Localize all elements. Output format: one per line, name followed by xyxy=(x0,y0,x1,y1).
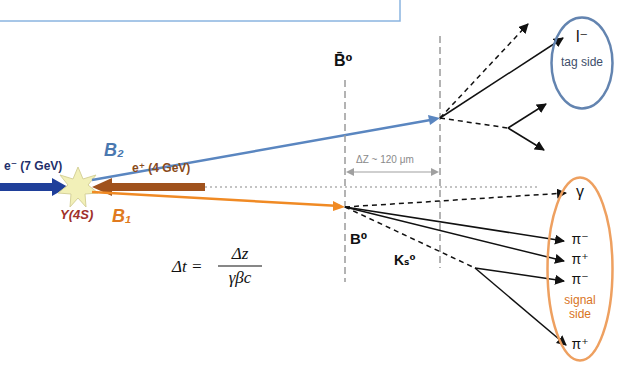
meson-label: B̄⁰ xyxy=(334,52,353,70)
particle-label: π⁻ xyxy=(571,231,588,247)
b2-track xyxy=(92,119,436,180)
oval-shape xyxy=(552,18,613,109)
tag-track xyxy=(440,24,528,118)
tag-track xyxy=(440,38,563,118)
side-label: tag side xyxy=(559,56,605,70)
b1-head xyxy=(333,201,345,211)
oval-outline xyxy=(546,176,614,362)
tag-track xyxy=(440,118,508,128)
ks-track xyxy=(345,207,475,268)
b1-track xyxy=(92,192,340,206)
particle-label: l⁻ xyxy=(576,28,588,46)
beam-label: e⁺ (4 GeV) xyxy=(132,162,190,176)
resonance-label: Υ(4S) xyxy=(60,208,93,223)
fraction-bar xyxy=(218,265,262,266)
particle-label: π⁺ xyxy=(571,336,588,352)
beam-label: e⁻ (7 GeV) xyxy=(4,160,62,174)
meson-label: B₁ xyxy=(112,206,131,227)
dimension-label: ΔZ ~ 120 μm xyxy=(356,154,414,166)
particle-label: γ xyxy=(576,183,584,201)
signal-track xyxy=(345,193,566,207)
oval-shape xyxy=(548,178,613,361)
dz-arrow xyxy=(348,171,437,172)
signal-track xyxy=(345,207,564,241)
vertex-line xyxy=(344,80,346,282)
side-label: signal side xyxy=(555,294,605,322)
vertex-line xyxy=(439,36,441,268)
formula-text: Δz xyxy=(232,244,249,264)
signal-track xyxy=(345,207,564,261)
b2-head xyxy=(428,115,440,125)
dz-head xyxy=(346,168,354,176)
meson-label: B₂ xyxy=(104,140,124,161)
formula-text: γβc xyxy=(229,268,252,288)
top-box xyxy=(0,0,400,21)
meson-label: Kₛ⁰ xyxy=(394,252,416,268)
signal-track xyxy=(475,268,566,345)
particle-label: π⁻ xyxy=(571,271,588,287)
particle-label: π⁺ xyxy=(571,251,588,267)
tag-track xyxy=(508,128,544,150)
particle-oval: γ π⁻ π⁺ π⁻ signal side π⁺ xyxy=(546,176,614,362)
tag-track xyxy=(508,104,546,128)
particle-oval: l⁻ tag side xyxy=(550,16,614,110)
meson-label: B⁰ xyxy=(350,230,367,247)
dz-head xyxy=(431,168,439,176)
formula-text: Δt = xyxy=(172,257,202,277)
